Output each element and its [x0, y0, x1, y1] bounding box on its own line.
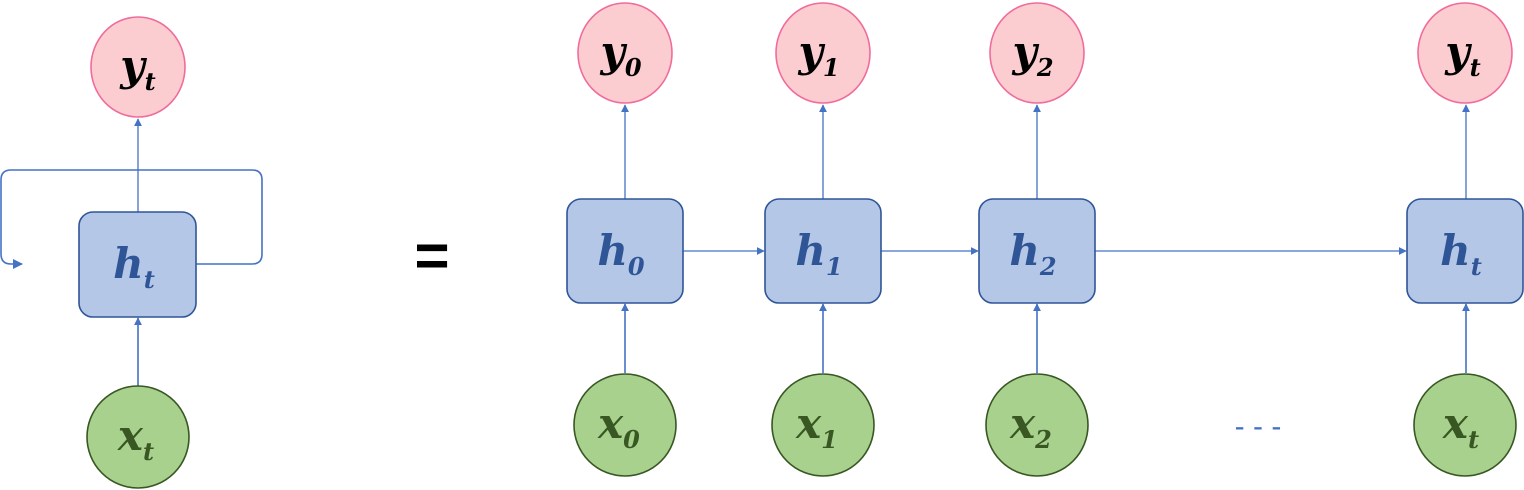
rolled-hidden-sub: t [144, 265, 155, 294]
output-var: y [797, 27, 825, 76]
hidden-sub: 2 [1039, 252, 1057, 281]
unrolled-step: yt ht xt [1406, 2, 1524, 477]
svg-text:y1: y1 [797, 27, 839, 82]
svg-text:h0: h0 [597, 226, 645, 281]
output-var: y [1444, 27, 1472, 76]
output-node: y0 [577, 2, 673, 104]
svg-text:xt: xt [117, 411, 154, 466]
svg-text:y2: y2 [1011, 27, 1053, 82]
hidden-var: h [795, 226, 826, 275]
rolled-hidden-var: h [113, 239, 144, 288]
hidden-node: h1 [764, 198, 882, 304]
rolled-input-var: x [117, 411, 144, 460]
svg-text:h1: h1 [795, 226, 842, 281]
rolled-output-node: yt [90, 16, 186, 118]
hidden-node: h2 [978, 198, 1096, 304]
rolled-rnn: yt ht xt [0, 16, 263, 489]
hidden-node: ht [1406, 198, 1524, 304]
rolled-output-var: y [119, 41, 147, 90]
input-var: x [1442, 399, 1469, 448]
unrolled-step: y1 h1 x1 [764, 2, 882, 477]
hidden-sub: 0 [628, 252, 645, 281]
svg-text:x2: x2 [1009, 399, 1052, 454]
svg-text:x0: x0 [597, 399, 640, 454]
unrolled-step: y0 h0 x0 [566, 2, 684, 477]
equals-sign: = [414, 222, 449, 289]
svg-text:ht: ht [1440, 226, 1482, 281]
recurrence-loop [0, 169, 263, 269]
output-node: y2 [989, 2, 1085, 104]
input-node: x0 [573, 373, 677, 477]
input-node: xt [1413, 373, 1517, 477]
input-sub: 0 [623, 425, 640, 454]
output-var: y [599, 27, 627, 76]
hidden-var: h [1009, 226, 1040, 275]
svg-text:xt: xt [1442, 399, 1479, 454]
svg-text:x1: x1 [795, 399, 838, 454]
svg-text:ht: ht [113, 239, 155, 294]
output-sub: 2 [1036, 53, 1054, 82]
svg-text:yt: yt [119, 41, 156, 96]
input-var: x [1009, 399, 1036, 448]
rolled-hidden-node: ht [78, 211, 197, 318]
hidden-var: h [597, 226, 628, 275]
svg-text:h2: h2 [1009, 226, 1056, 281]
output-sub: 0 [625, 53, 642, 82]
unrolled-rnn: y0 h0 x0 y1 h1 [566, 2, 1524, 477]
input-sub: 2 [1034, 425, 1052, 454]
svg-text:y0: y0 [599, 27, 641, 82]
unrolled-step: y2 h2 x2 [978, 2, 1096, 477]
svg-text:yt: yt [1444, 27, 1481, 82]
hidden-sub: t [1471, 252, 1482, 281]
ellipsis: - - - [1235, 410, 1282, 443]
hidden-var: h [1440, 226, 1471, 275]
input-sub: 1 [821, 425, 838, 454]
input-var: x [597, 399, 624, 448]
rolled-input-node: xt [86, 385, 190, 489]
hidden-node: h0 [566, 198, 684, 304]
output-node: yt [1417, 2, 1513, 104]
input-sub: t [1468, 425, 1479, 454]
input-node: x2 [985, 373, 1089, 477]
input-node: x1 [771, 373, 875, 477]
hidden-sub: 1 [826, 252, 843, 281]
rolled-input-sub: t [143, 437, 154, 466]
output-node: y1 [775, 2, 871, 104]
output-sub: 1 [823, 53, 840, 82]
output-var: y [1011, 27, 1039, 76]
input-var: x [795, 399, 822, 448]
rolled-output-sub: t [145, 67, 156, 96]
output-sub: t [1470, 53, 1481, 82]
